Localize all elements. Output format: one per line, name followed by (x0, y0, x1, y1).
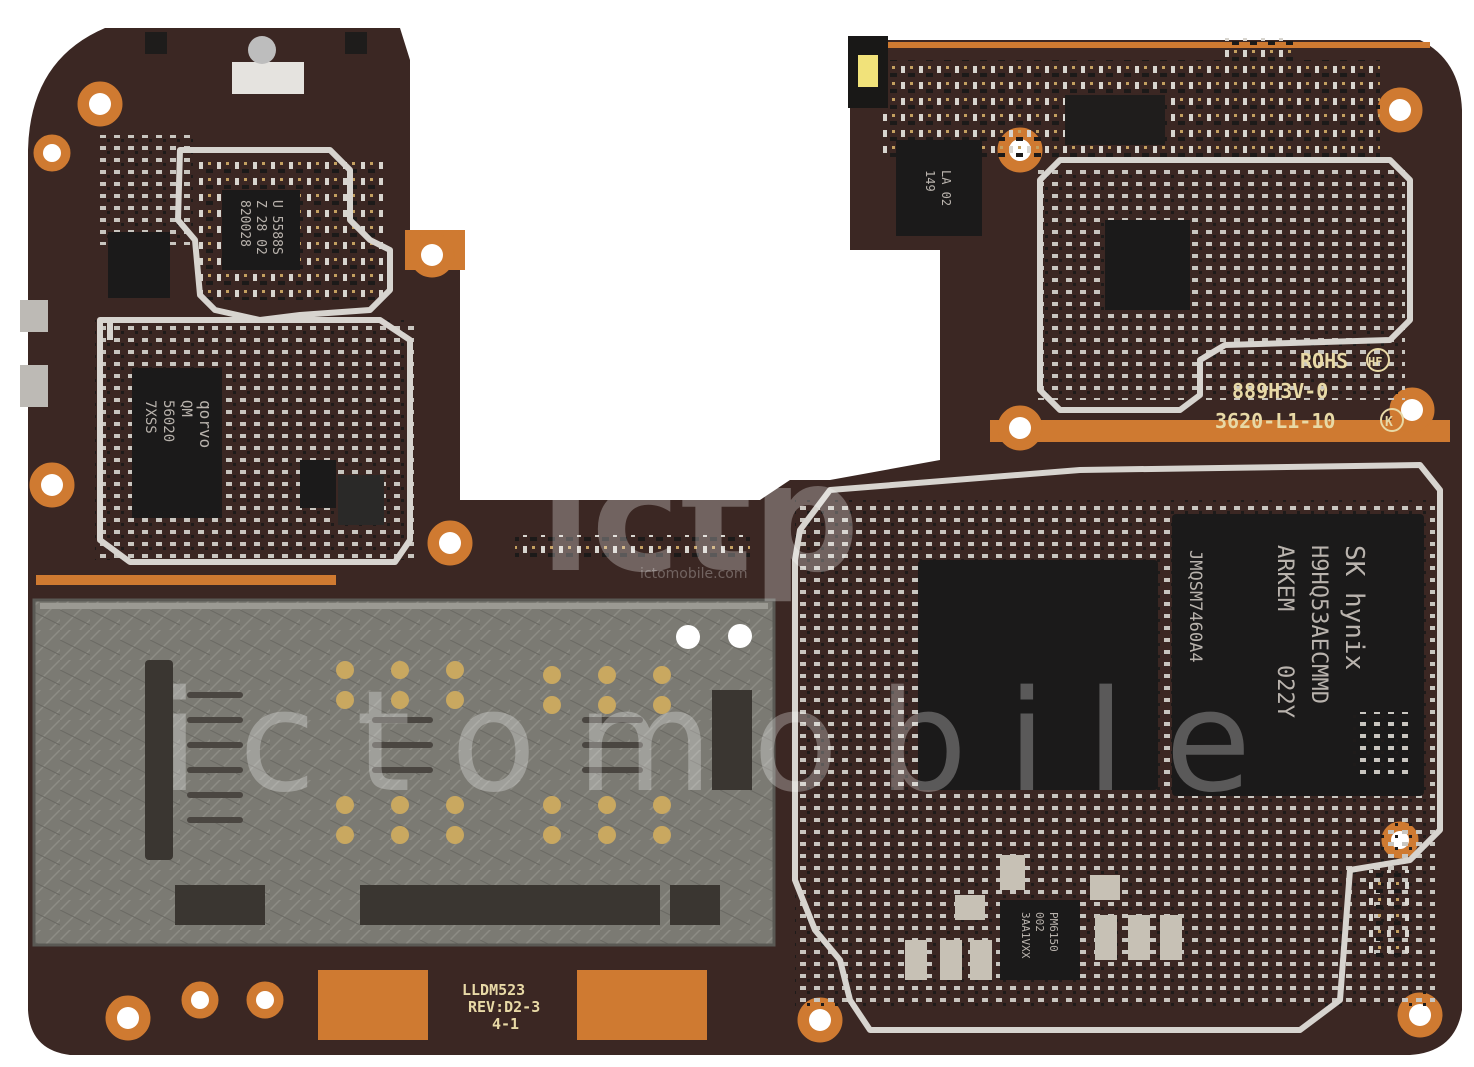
top-left-chip (222, 190, 300, 270)
inductor (338, 475, 384, 525)
chip-label: 149 (923, 170, 937, 192)
chip-label: QM (178, 400, 194, 417)
k-mark: K (1385, 415, 1393, 430)
sensor-chip (896, 140, 982, 236)
chip-label: Z 28 02 (253, 200, 268, 255)
pmic-chip (1000, 900, 1080, 980)
chip-label: LA 02 (939, 170, 953, 206)
chip-label: ARKEM (1272, 545, 1297, 611)
copper-pad (577, 970, 707, 1040)
chip-label: 820028 (237, 200, 252, 247)
svg-text:ictp: ictp (540, 432, 859, 606)
board-code: 3620-L1-10 (1215, 409, 1335, 433)
watermark-url: ictomobile.com (640, 566, 747, 582)
chip-label: SK hynix (1339, 545, 1369, 670)
chip-label: 3AA1VXX (1019, 912, 1032, 959)
chip-label: PM6150 (1047, 912, 1060, 952)
copper-pad (318, 970, 428, 1040)
hf-mark: HF (1368, 355, 1382, 369)
copper-strip (36, 575, 336, 585)
qr-code (1352, 712, 1408, 774)
chip-label: 56020 (160, 400, 176, 442)
sub-label: 4-1 (492, 1015, 519, 1033)
chip-label: qorvo (196, 400, 215, 448)
soc-chip (918, 560, 1158, 790)
chip-label: H9HQ53AECMMD (1306, 545, 1331, 704)
watermark-text: ictomobile (160, 661, 1291, 824)
model-label: LLDM523 (462, 981, 525, 999)
board-code: 889H3V-0 (1232, 379, 1328, 403)
qorvo-chip (132, 368, 222, 518)
chip-label: U 5588S (269, 200, 284, 255)
copper-strip (850, 42, 1430, 48)
chip-label: 7XSS (142, 400, 158, 434)
revision-label: REV:D2-3 (468, 998, 540, 1016)
small-chip (108, 232, 170, 298)
chip-label: 022Y (1272, 665, 1297, 718)
shield-frames (97, 147, 1443, 1033)
rohs-mark: ROHS (1300, 349, 1348, 373)
chip-label: 002 (1033, 912, 1046, 932)
copper-trace (990, 420, 1450, 442)
chip-label: JMQSM7460A4 (1185, 550, 1205, 663)
